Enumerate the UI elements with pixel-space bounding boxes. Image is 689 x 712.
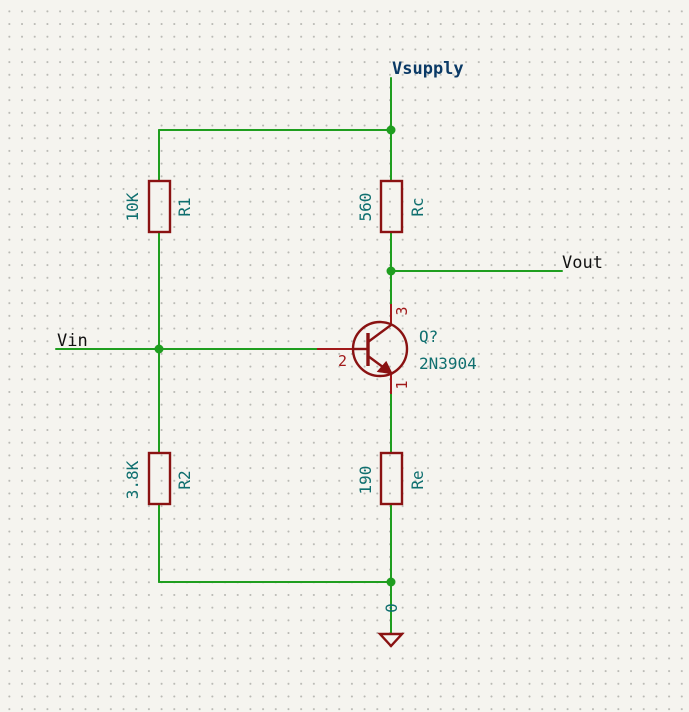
rc-ref: Rc	[408, 197, 427, 216]
r1-ref: R1	[175, 197, 194, 216]
re-value: 190	[356, 466, 375, 495]
resistor-r1[interactable]: 10K R1	[123, 179, 194, 234]
r1-value: 10K	[123, 192, 142, 221]
vin-label[interactable]: Vin	[57, 331, 88, 351]
wires	[55, 77, 563, 635]
vout-label[interactable]: Vout	[562, 253, 603, 273]
ground-symbol[interactable]: 0	[377, 603, 405, 648]
rc-body	[379, 179, 404, 234]
r1-body	[147, 179, 172, 234]
emitter-arrow-icon	[376, 360, 394, 375]
junction-ground	[386, 577, 396, 587]
r2-body	[147, 451, 172, 506]
junction-base	[154, 344, 164, 354]
resistor-rc[interactable]: 560 Rc	[356, 179, 427, 234]
junctions	[154, 125, 396, 587]
resistor-re[interactable]: 190 Re	[356, 451, 427, 506]
collector-lead	[367, 324, 392, 343]
rc-value: 560	[356, 193, 375, 222]
base-pin-number: 2	[338, 352, 347, 370]
ground-label: 0	[382, 603, 401, 613]
collector-pin-number: 3	[393, 306, 411, 315]
r2-ref: R2	[175, 470, 194, 489]
re-body	[379, 451, 404, 506]
junction-top	[386, 125, 396, 135]
ground-icon	[377, 632, 405, 648]
r2-value: 3.8K	[123, 460, 142, 499]
transistor-q[interactable]: 3 2 1 Q? 2N3904	[317, 304, 477, 394]
resistor-r2[interactable]: 3.8K R2	[123, 451, 194, 506]
transistor-ref: Q?	[419, 327, 438, 346]
transistor-value: 2N3904	[419, 354, 477, 373]
vsupply-label[interactable]: Vsupply	[392, 59, 464, 79]
emitter-pin-number: 1	[393, 380, 411, 389]
junction-vout	[386, 266, 396, 276]
re-ref: Re	[408, 470, 427, 489]
